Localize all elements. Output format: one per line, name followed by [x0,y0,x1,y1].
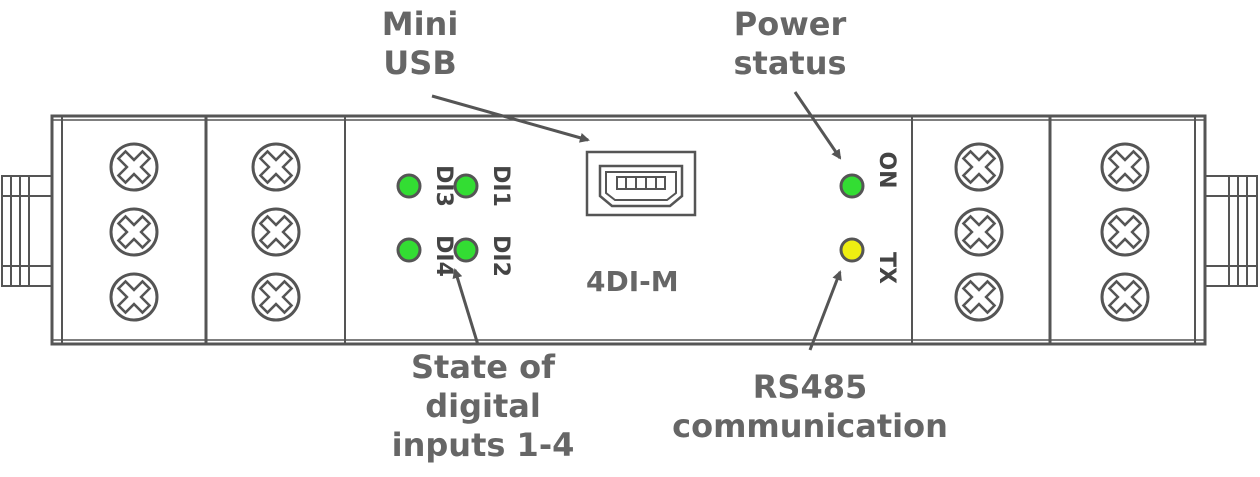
right-side-connector [1204,175,1258,287]
screw-icon [1099,271,1151,323]
led-di4 [396,237,422,263]
callout-power-status: Power status [710,5,870,83]
led-di1 [453,173,479,199]
led-label-di1: DI1 [488,165,513,207]
callout-rs485: RS485 communication [660,368,960,446]
led-di3 [396,173,422,199]
led-label-di3: DI3 [431,165,456,207]
screw-icon [250,206,302,258]
led-label-di4: DI4 [431,235,456,277]
screw-icon [953,271,1005,323]
led-on [839,173,865,199]
terminal-block-3 [953,141,1005,323]
screw-icon [1099,141,1151,193]
module-housing [50,114,1207,346]
screw-icon [108,271,160,323]
callout-mini-usb: Mini USB [355,5,485,83]
terminal-block-4 [1099,141,1151,323]
callout-rs485-line-1: RS485 [752,368,868,406]
screw-icon [953,141,1005,193]
arrow-inputs [452,268,480,346]
callout-mini-usb-line-1: Mini [381,5,459,43]
arrow-usb [431,94,590,143]
callout-digital-inputs-line-3: inputs 1-4 [391,426,575,464]
arrow-power [793,91,842,160]
screw-icon [1099,206,1151,258]
device-model-label: 4DI-M [586,265,679,298]
led-tx [839,237,865,263]
led-label-on: ON [874,151,899,188]
left-side-connector [1,175,53,287]
callout-power-status-line-2: status [733,44,847,82]
screw-icon [250,271,302,323]
mini-usb-port-icon [585,150,697,217]
screw-icon [953,206,1005,258]
callout-mini-usb-line-2: USB [383,44,457,82]
callout-digital-inputs: State of digital inputs 1-4 [378,348,588,465]
led-label-di2: DI2 [488,235,513,277]
callout-digital-inputs-line-2: digital [425,387,541,425]
callout-power-status-line-1: Power [733,5,847,43]
callout-digital-inputs-line-1: State of [411,348,555,386]
led-di2 [453,237,479,263]
terminal-block-1 [108,141,160,323]
led-label-tx: TX [874,252,899,284]
callout-rs485-line-2: communication [672,407,948,445]
screw-icon [108,141,160,193]
callout-arrows [431,91,842,351]
screw-icon [108,206,160,258]
terminal-block-2 [250,141,302,323]
screw-icon [250,141,302,193]
arrow-rs485 [808,270,842,351]
